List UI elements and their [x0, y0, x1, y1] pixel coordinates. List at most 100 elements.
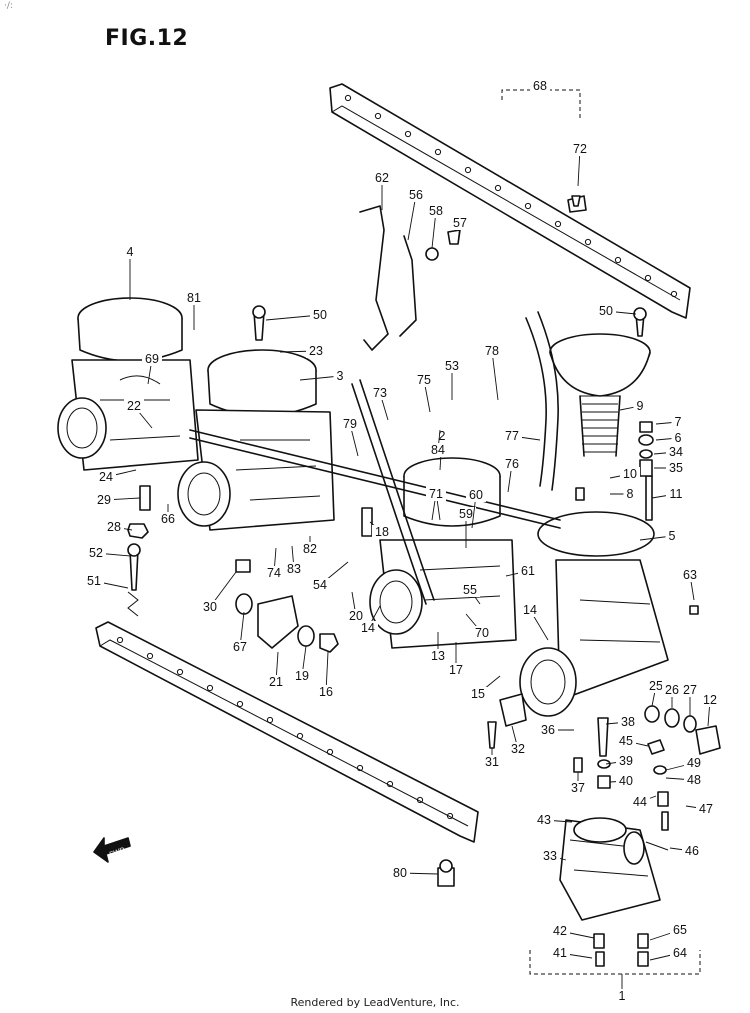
callout-50: 50	[599, 304, 613, 318]
callout-bg-35	[666, 461, 686, 475]
callout-bg-33	[540, 849, 560, 863]
callout-82: 82	[303, 542, 317, 556]
callout-bg-4	[123, 245, 137, 259]
cable-bracket-drawing	[351, 205, 435, 605]
callout-bg-80	[390, 866, 410, 880]
callout-bg-23	[306, 344, 326, 358]
callout-bg-19	[292, 669, 312, 683]
figure-title: FIG.12	[105, 26, 189, 51]
callout-67: 67	[233, 640, 247, 654]
callout-15: 15	[471, 687, 485, 701]
callout-42: 42	[553, 924, 567, 938]
callout-bg-13	[428, 649, 448, 663]
callout-bg-11	[666, 487, 686, 501]
callout-38: 38	[621, 715, 635, 729]
callout-bg-16	[316, 685, 336, 699]
callout-bg-77	[502, 429, 522, 443]
callout-58: 58	[429, 204, 443, 218]
callout-bg-39	[616, 754, 636, 768]
callout-bg-37	[568, 781, 588, 795]
callout-bg-31	[482, 755, 502, 769]
callout-bg-6	[671, 431, 685, 445]
callout-bg-81	[184, 291, 204, 305]
callout-3: 3	[337, 369, 344, 383]
callout-61: 61	[521, 564, 535, 578]
callout-52: 52	[89, 546, 103, 560]
upper-bracket-drawing	[329, 83, 691, 319]
callout-bg-55	[460, 583, 480, 597]
callout-bg-61	[518, 564, 538, 578]
callout-bg-51	[84, 574, 104, 588]
callout-16: 16	[319, 685, 333, 699]
callout-43: 43	[537, 813, 551, 827]
callout-55: 55	[463, 583, 477, 597]
callout-25: 25	[649, 679, 663, 693]
callout-2: 2	[439, 429, 446, 443]
callout-bg-26	[662, 683, 682, 697]
callout-bg-49	[684, 756, 704, 770]
callout-44: 44	[633, 795, 647, 809]
callout-73: 73	[373, 386, 387, 400]
callout-leader-78	[491, 350, 499, 401]
callout-80: 80	[393, 866, 407, 880]
callout-70: 70	[475, 626, 489, 640]
callout-bg-50	[596, 304, 616, 318]
callout-bg-59	[456, 507, 476, 521]
callout-12: 12	[703, 693, 717, 707]
callout-bg-79	[340, 417, 360, 431]
callout-32: 32	[511, 742, 525, 756]
callout-bg-29	[94, 493, 114, 507]
callout-76: 76	[505, 457, 519, 471]
callout-layer: 1234567891011121314141516171819202121222…	[84, 79, 720, 1003]
callout-bg-73	[370, 386, 390, 400]
callout-4: 4	[127, 245, 134, 259]
throttle-shaft-drawing	[189, 429, 561, 529]
fwd-arrow: FWD	[93, 837, 131, 863]
callout-36: 36	[541, 723, 555, 737]
callout-bg-22	[124, 399, 144, 413]
vent-hose-drawing	[525, 311, 559, 491]
callout-bg-56	[406, 188, 426, 202]
callout-bg-62	[372, 171, 392, 185]
callout-bg-21	[266, 675, 286, 689]
callout-bg-70	[472, 626, 492, 640]
callout-bg-64	[670, 946, 690, 960]
callout-bg-48	[684, 773, 704, 787]
callout-47: 47	[699, 802, 713, 816]
callout-54: 54	[313, 578, 327, 592]
callout-18: 18	[375, 525, 389, 539]
callout-59: 59	[459, 507, 473, 521]
callout-bg-57	[450, 216, 470, 230]
callout-bg-5	[665, 529, 679, 543]
callout-14: 14	[523, 603, 537, 617]
callout-8: 8	[627, 487, 634, 501]
callout-40: 40	[619, 774, 633, 788]
callout-bg-65	[670, 923, 690, 937]
callout-75: 75	[417, 373, 431, 387]
callout-bg-45	[616, 734, 636, 748]
small-parts-drawing	[127, 195, 721, 967]
callout-bg-41	[550, 946, 570, 960]
callout-bg-9	[633, 399, 647, 413]
lower-bracket-drawing	[95, 621, 479, 843]
callout-bg-67	[230, 640, 250, 654]
callout-5: 5	[669, 529, 676, 543]
callout-bg-72	[570, 142, 590, 156]
callout-53: 53	[445, 359, 459, 373]
render-credit: Rendered by LeadVenture, Inc.	[290, 996, 460, 1009]
callout-72: 72	[573, 142, 587, 156]
callout-bg-54	[310, 578, 330, 592]
callout-bg-14	[520, 603, 540, 617]
callout-bg-14	[358, 621, 378, 635]
callout-bg-83	[284, 562, 304, 576]
callout-bg-58	[426, 204, 446, 218]
callout-bg-76	[502, 457, 522, 471]
callout-49: 49	[687, 756, 701, 770]
callout-bg-20	[346, 609, 366, 623]
callout-34: 34	[669, 445, 683, 459]
carburetor-4-drawing	[519, 511, 669, 717]
callout-bg-74	[264, 566, 284, 580]
callout-23: 23	[309, 344, 323, 358]
callout-71: 71	[429, 487, 443, 501]
